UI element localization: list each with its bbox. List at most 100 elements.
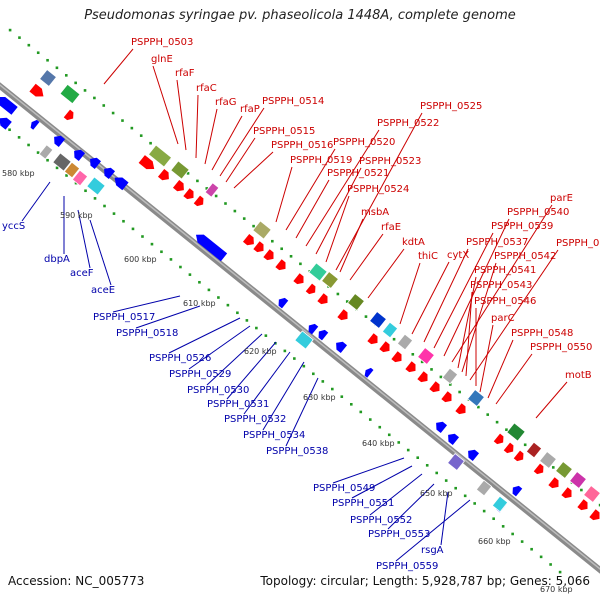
forward-gene-arrow (405, 361, 416, 373)
reverse-track-dot (473, 502, 476, 505)
forward-track-dot (46, 58, 49, 62)
forward-gene-label: kdtA (402, 237, 425, 248)
reverse-gene-box (71, 169, 89, 187)
forward-gene-box (321, 271, 339, 289)
reverse-gene-arrow-shape (0, 117, 12, 130)
reverse-track-dot (65, 174, 68, 177)
forward-gene-arrow-shape (317, 293, 328, 305)
reverse-track-dot (454, 486, 457, 490)
reverse-gene-box (491, 495, 509, 513)
reverse-track-dot (511, 532, 514, 536)
reverse-track-dot (435, 471, 439, 475)
forward-gene-box-shape (539, 451, 557, 469)
reverse-gene-label: PSPPH_0531 (207, 399, 269, 410)
forward-gene-arrow (533, 463, 544, 475)
forward-track-dot (93, 96, 96, 100)
forward-gene-arrow (503, 442, 514, 454)
reverse-gene-arrow (104, 167, 116, 180)
forward-track-dot (224, 202, 227, 205)
reverse-gene-arrow (448, 433, 460, 446)
forward-label-leader (335, 112, 423, 271)
reverse-gene-box-shape (447, 453, 465, 471)
forward-track-dot (64, 74, 68, 77)
forward-gene-box (204, 182, 220, 198)
reverse-track-dot (492, 517, 495, 521)
reverse-track-dot (482, 509, 486, 513)
reverse-track-dot (331, 387, 334, 391)
forward-gene-box (59, 83, 81, 105)
forward-track-dot (551, 466, 555, 469)
forward-gene-box-shape (369, 311, 387, 329)
forward-track-dot (477, 405, 480, 409)
forward-label-leader (152, 65, 179, 145)
forward-gene-box-shape (467, 389, 485, 407)
forward-label-leader (204, 108, 218, 165)
forward-track-dot (448, 383, 452, 386)
forward-label-leader (225, 137, 256, 183)
forward-track-dot (8, 28, 12, 32)
forward-gene-box (308, 262, 328, 282)
forward-gene-arrow (242, 233, 254, 246)
forward-label-leader (275, 166, 293, 223)
reverse-track-dot (349, 403, 353, 406)
reverse-track-dot (141, 235, 144, 238)
forward-gene-box (252, 220, 272, 240)
forward-gene-arrow-shape (275, 259, 286, 271)
forward-track-dot (523, 443, 527, 447)
forward-gene-label: msbA (361, 207, 389, 218)
forward-gene-arrow-shape (305, 283, 316, 295)
reverse-gene-box-shape (294, 330, 314, 350)
forward-label-leader (465, 291, 473, 377)
reverse-label-leader (395, 499, 471, 562)
reverse-track-dot (549, 563, 552, 566)
forward-gene-arrow (183, 188, 194, 200)
reverse-gene-arrow-shape (308, 323, 319, 335)
forward-gene-box-shape (555, 461, 573, 479)
forward-gene-label: PSPPH_0503 (131, 37, 193, 48)
reverse-gene-label: PSPPH_0549 (313, 483, 375, 494)
forward-label-leader (339, 218, 364, 273)
forward-gene-arrow (63, 109, 74, 121)
reverse-track-dot (378, 425, 382, 429)
forward-track-dot (495, 420, 499, 424)
reverse-track-dot (520, 540, 524, 543)
forward-gene-arrow-shape (417, 371, 428, 383)
reverse-gene-label: PSPPH_0530 (187, 385, 249, 396)
tick-label: 610 kbp (183, 299, 216, 308)
reverse-gene-arrow-shape (468, 449, 480, 462)
reverse-track-dot (84, 189, 87, 193)
forward-gene-arrow-shape (493, 433, 504, 445)
reverse-gene-arrow-shape (195, 234, 228, 262)
forward-label-leader (479, 324, 494, 393)
forward-gene-box-shape (39, 69, 57, 87)
reverse-track-dot (425, 464, 429, 467)
reverse-track-dot (46, 158, 49, 162)
forward-gene-box (525, 441, 543, 459)
reverse-track-dot (530, 547, 533, 551)
forward-gene-arrow-shape (391, 351, 402, 363)
forward-gene-box (583, 485, 600, 503)
reverse-label-leader (369, 473, 423, 516)
forward-gene-arrow (275, 259, 286, 271)
forward-gene-arrow-shape (63, 109, 74, 121)
reverse-gene-arrow (468, 449, 480, 462)
reverse-label-leader (351, 465, 413, 499)
forward-gene-box-shape (321, 271, 339, 289)
forward-gene-arrow (417, 371, 428, 383)
reverse-label-leader (206, 333, 263, 386)
forward-gene-label: motB (565, 370, 592, 381)
forward-track-dot (27, 43, 31, 47)
reverse-gene-arrow (364, 367, 374, 378)
reverse-gene-box (475, 479, 493, 497)
forward-label-leader (103, 48, 134, 85)
forward-gene-arrow-shape (561, 487, 572, 499)
forward-gene-arrow (577, 499, 588, 511)
gene-features (0, 69, 600, 521)
tick-label: 590 kbp (60, 211, 93, 220)
forward-label-leader (423, 248, 469, 343)
reverse-track-dot (169, 258, 173, 261)
forward-gene-arrow (193, 195, 204, 207)
